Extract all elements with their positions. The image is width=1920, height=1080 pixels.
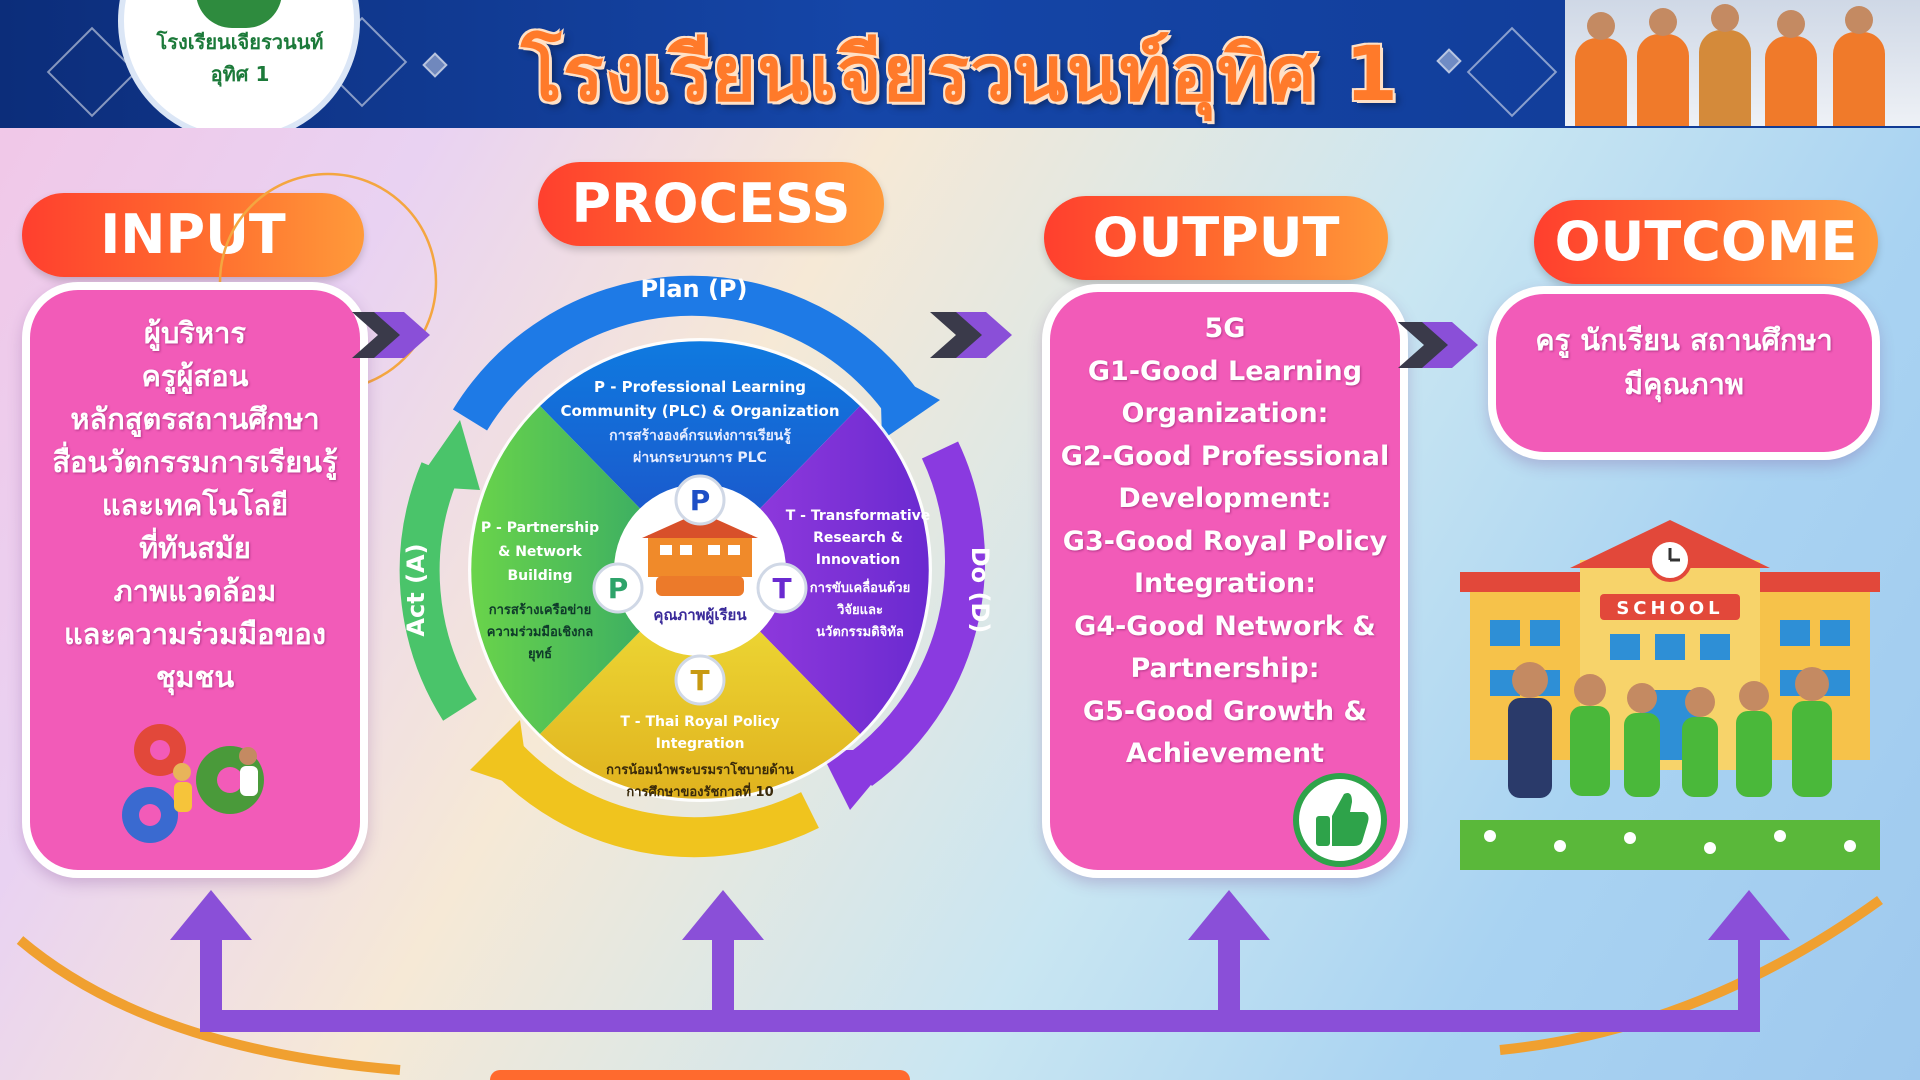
outcome-item: มีคุณภาพ [1624, 367, 1744, 401]
output-list: 5G G1-Good Learning Organization: G2-Goo… [1050, 308, 1400, 776]
flow-arrow-output-outcome [1398, 322, 1478, 368]
badge-top-letter: P [690, 484, 711, 517]
output-item: G5-Good Growth & [1082, 695, 1368, 727]
badge-bottom [674, 654, 726, 706]
badge-right [756, 562, 808, 614]
input-item: หลักสูตรสถานศึกษา [70, 402, 320, 436]
phase-pill-process: PROCESS [538, 162, 884, 246]
badge-top [674, 474, 726, 526]
quad-top-title: P - Professional Learning [594, 378, 806, 396]
quad-left-title: & Network [498, 544, 582, 560]
center-label: คุณภาพผู้เรียน [653, 606, 747, 625]
outcome-card: ครู นักเรียน สถานศึกษา มีคุณภาพ [1488, 286, 1880, 460]
output-item: Partnership: [1130, 653, 1320, 684]
output-item: Achievement [1125, 738, 1325, 769]
quad-bottom-thai: การน้อมนำพระบรมราโชบายด้าน [606, 761, 794, 778]
check-arc [485, 736, 819, 858]
badge-left-letter: P [608, 572, 629, 605]
act-arc [399, 462, 478, 721]
quad-left-thai: ความร่วมมือเชิงกล [487, 624, 594, 640]
logo-caption: โรงเรียนเจียรวนนท์อุทิศ 1 [156, 30, 324, 86]
students-group [1508, 662, 1832, 798]
thumbs-up-icon [1293, 773, 1387, 867]
input-card: ผู้บริหาร ครูผู้สอน หลักสูตรสถานศึกษา สื… [22, 282, 368, 878]
output-item: G1-Good Learning [1087, 355, 1363, 387]
outcome-item: ครู นักเรียน สถานศึกษา [1535, 323, 1833, 357]
person-figure [1765, 10, 1817, 126]
school-logo: โรงเรียนเจียรวนนท์อุทิศ 1 [118, 0, 360, 128]
quad-right-thai: นวัตกรรมดิจิทัล [816, 625, 904, 640]
output-item: G2-Good Professional [1060, 440, 1390, 472]
person-figure [1575, 12, 1627, 126]
person-figure [1699, 4, 1751, 126]
phase-pill-outcome: OUTCOME [1534, 200, 1878, 284]
output-item: G4-Good Network & [1074, 610, 1376, 642]
school-sign: SCHOOL [1616, 598, 1723, 619]
quad-left-title: Building [507, 568, 572, 584]
quad-top-thai: การสร้างองค์กรแห่งการเรียนรู้ [609, 427, 791, 444]
input-item: สื่อนวัตกรรมการเรียนรู้ [52, 445, 338, 479]
quad-left-thai: การสร้างเครือข่าย [489, 602, 591, 618]
input-item: ที่ทันสมัย [139, 531, 251, 565]
quad-top-title: Community (PLC) & Organization [560, 402, 839, 420]
input-item: ชุมชน [155, 660, 235, 694]
pptt-cycle-diagram: P P T T คุณภาพผู้เรียน Plan (P) Do (D) A… [399, 275, 994, 858]
phase-pill-output: OUTPUT [1044, 196, 1388, 280]
plan-label: Plan (P) [641, 275, 748, 303]
act-label: Act (A) [402, 543, 430, 636]
badge-bottom-letter: T [690, 664, 709, 697]
input-item: ผู้บริหาร [144, 316, 246, 350]
quad-left-thai: ยุทธ์ [528, 646, 552, 662]
quad-bottom-title: Integration [656, 736, 745, 752]
quad-right-title: T - Transformative [786, 508, 931, 524]
gears-people-icon [122, 724, 264, 843]
input-item: ภาพแวดล้อม [113, 574, 277, 608]
quad-bottom-title: T - Thai Royal Policy [620, 714, 779, 730]
school-building-icon: SCHOOL [1460, 520, 1880, 870]
do-label: Do (D) [966, 547, 994, 634]
quad-bottom-thai: การศึกษาของรัชกาลที่ 10 [626, 782, 773, 800]
output-item: Organization: [1121, 398, 1329, 429]
do-arc [847, 441, 985, 787]
quad-right-thai: วิจัยและ [836, 603, 883, 618]
output-card: 5G G1-Good Learning Organization: G2-Goo… [1042, 284, 1408, 878]
output-item: Integration: [1133, 568, 1317, 599]
input-list: ผู้บริหาร ครูผู้สอน หลักสูตรสถานศึกษา สื… [30, 312, 360, 699]
person-figure [1833, 6, 1885, 126]
quad-right-title: Innovation [816, 552, 900, 568]
decor-diamond [1436, 48, 1462, 74]
input-item: ครูผู้สอน [141, 359, 249, 393]
lotus-book-emblem-icon [196, 0, 282, 28]
output-item: Development: [1118, 483, 1332, 514]
flow-arrow-input-process [352, 312, 430, 358]
quad-right-title: Research & [813, 530, 903, 546]
quad-top-thai: ผ่านกระบวนการ PLC [633, 450, 767, 466]
output-item: 5G [1204, 313, 1246, 344]
plan-arc [452, 275, 917, 431]
award-students-photo [1565, 0, 1920, 126]
outcome-list: ครู นักเรียน สถานศึกษา มีคุณภาพ [1496, 318, 1872, 406]
phase-pill-input: INPUT [22, 193, 364, 277]
badge-right-letter: T [772, 572, 791, 605]
header-banner: โรงเรียนเจียรวนนท์อุทิศ 1 โรงเรียนเจียรว… [0, 0, 1920, 128]
input-item: และความร่วมมือของ [63, 617, 327, 651]
input-item: และเทคโนโลยี [101, 488, 289, 522]
badge-left [592, 562, 644, 614]
decor-diamond [1466, 26, 1558, 118]
quad-left-title: P - Partnership [481, 520, 599, 536]
feedback-arrows [16, 890, 1883, 1080]
page-title: โรงเรียนเจียรวนนท์อุทิศ 1 [521, 29, 1399, 118]
person-figure [1637, 8, 1689, 126]
quad-right-thai: การขับเคลื่อนด้วย [810, 578, 910, 596]
output-item: G3-Good Royal Policy [1062, 525, 1388, 557]
flow-arrow-process-output [930, 312, 1012, 358]
decor-diamond [422, 52, 448, 78]
